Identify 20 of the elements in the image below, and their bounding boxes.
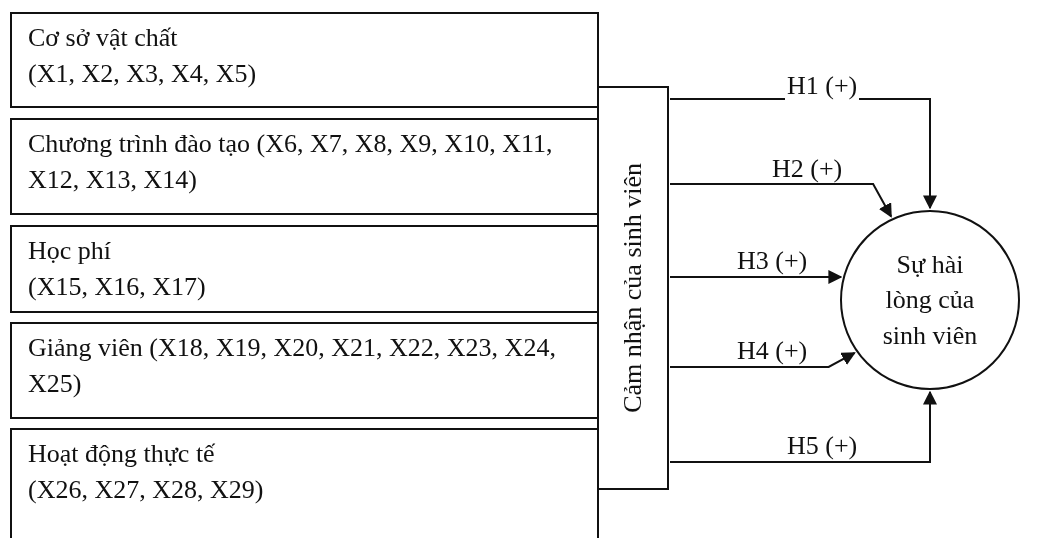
text-box (10, 12, 599, 108)
box-text: (X26, X27, X28, X29) (28, 474, 265, 507)
circle-text: Sự hài lòng của sinh viên (881, 249, 979, 352)
arrow (669, 183, 893, 218)
arrow (669, 351, 856, 368)
box-text: Hoạt động thực tế (28, 438, 216, 470)
box-text: Chương trình đào tạo (X6, X7, X8, X9, X10, X11, X12, X13, X14) (28, 128, 554, 197)
arrow (669, 390, 937, 463)
vertical-bar (597, 86, 669, 490)
text-box (10, 225, 599, 313)
box-text: Giảng viên (X18, X19, X20, X21, X22, X23, X24, X25) (28, 332, 557, 401)
box-text: Học phí (28, 235, 113, 267)
arrow (669, 270, 843, 284)
text-box (10, 322, 599, 419)
box-text: (X1, X2, X3, X4, X5) (28, 58, 258, 91)
text-box (10, 118, 599, 215)
box-text: Cơ sở vật chất (28, 22, 179, 54)
box-text: (X15, X16, X17) (28, 271, 207, 304)
text-box (10, 428, 599, 538)
bar-text: Cảm nhận của sinh viên (618, 163, 648, 413)
